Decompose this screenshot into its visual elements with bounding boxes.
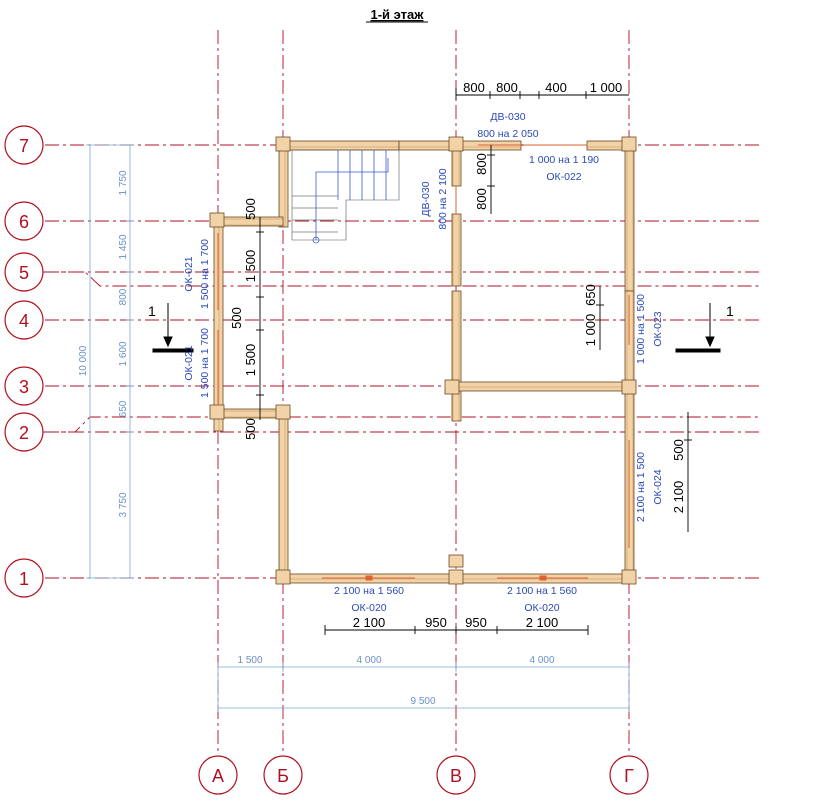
dim-label: 1 500 [237,655,262,666]
opening-labels: ДВ-030 800 на 2 050 1 000 на 1 190 ОК-02… [183,111,664,614]
plan-title: 1-й этаж [371,7,425,22]
opening-mark: ДВ-030 [490,111,525,123]
axis-bubble-row [4,366,44,406]
axis-bubble-col [198,755,238,795]
opening-mark: ОК-022 [546,171,581,183]
dim-label: 3 750 [118,492,129,517]
opening-mark: ОК-024 [652,469,664,504]
opening-mark: ОК-020 [524,602,559,614]
dim-label: 1 000 [590,80,623,95]
dim-label: 1 450 [118,234,129,259]
axis-leader-5 [43,271,760,287]
axis-label-row: 5 [19,263,29,283]
axis-bubble-row [4,412,44,452]
dim-label: 500 [243,198,258,220]
dimension-chain-labels: 800 800 400 1 000 2 100 950 950 2 100 50… [229,80,686,630]
opening-size: 2 100 на 1 500 [635,452,647,522]
dim-label: 2 100 [671,481,686,514]
axis-bubble-col [436,755,476,795]
dim-label: 400 [545,80,567,95]
opening-size: 800 на 2 100 [437,168,449,229]
dim-label: 950 [465,615,487,630]
axis-label-row: 3 [19,377,29,397]
axis-label-col: А [212,766,224,786]
opening-mark: ОК-023 [652,311,664,346]
staircase [291,149,400,244]
axis-label-row: 4 [19,311,29,331]
opening-mark: ОК-021 [183,256,195,291]
dim-label: 800 [463,80,485,95]
axis-bubble-row [4,125,44,165]
walls [209,136,637,585]
axis-leader-2 [43,416,760,433]
dim-label: 650 [583,284,598,306]
section-label-left: 1 [148,303,156,319]
opening-size: 1 500 на 1 700 [199,328,211,398]
dim-label: 800 [496,80,518,95]
opening-size: 2 100 на 1 560 [507,585,577,597]
dim-label: 800 [474,188,489,210]
dim-label: 800 [118,288,129,305]
axis-label-row: 2 [19,423,29,443]
opening-mark: ДВ-030 [420,181,432,216]
dim-label: 2 100 [526,615,559,630]
overall-dimensions [86,144,630,712]
dim-label: 1 000 [583,314,598,347]
dim-total: 10 000 [78,345,89,376]
section-markers [152,303,721,353]
dim-label: 2 100 [353,615,386,630]
axis-bubble-col [609,755,649,795]
axis-bubbles: А Б В Г 7 6 5 4 3 2 1 [4,125,649,795]
opening-mark: ОК-020 [351,602,386,614]
dim-label: 1 500 [243,344,258,377]
axis-label-row: 6 [19,212,29,232]
section-label-right: 1 [726,303,734,319]
opening-mark: ОК-021 [183,345,195,380]
dim-label: 800 [474,153,489,175]
dim-total: 9 500 [410,696,435,707]
opening-size: 2 100 на 1 560 [334,585,404,597]
axis-bubble-row [4,300,44,340]
dim-label: 1 500 [243,250,258,283]
bottom-dimension-labels: 1 500 4 000 4 000 9 500 [237,655,554,707]
left-dimension-labels: 1 750 1 450 800 1 600 650 3 750 10 000 [78,170,129,517]
dimension-chains [256,88,692,635]
opening-size: 1 000 на 1 500 [635,294,647,364]
axis-bubble-col [263,755,303,795]
dim-label: 650 [118,400,129,417]
dim-label: 500 [229,307,244,329]
axis-label-row: 7 [19,136,29,156]
axis-label-col: Б [277,766,289,786]
opening-size: 800 на 2 050 [477,128,538,140]
dim-label: 1 750 [118,170,129,195]
opening-size: 1 500 на 1 700 [199,239,211,309]
axis-bubble-row [4,558,44,598]
opening-size: 1 000 на 1 190 [529,154,599,166]
openings [217,144,630,581]
dim-label: 950 [425,615,447,630]
dim-label: 500 [243,418,258,440]
axis-bubble-row [4,201,44,241]
dim-label: 4 000 [356,655,381,666]
dim-label: 4 000 [529,655,554,666]
axis-label-row: 1 [19,569,29,589]
axis-label-col: В [450,766,462,786]
axis-bubble-row [4,252,44,292]
axis-label-col: Г [624,766,634,786]
dim-label: 1 600 [118,341,129,366]
axis-lines [43,30,760,755]
dim-label: 500 [671,439,686,461]
